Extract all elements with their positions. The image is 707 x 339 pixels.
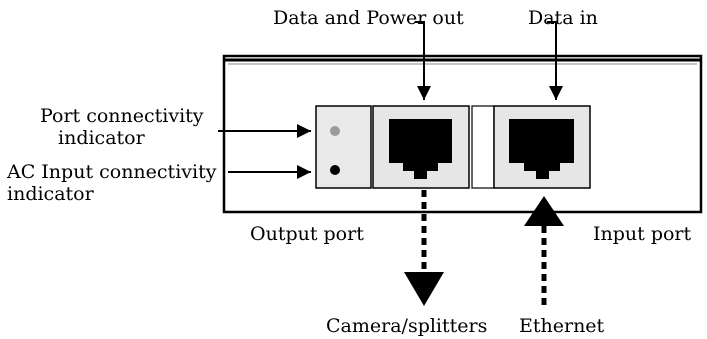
ethernet-label: Ethernet: [519, 315, 605, 337]
camera-splitters-arrow: [404, 190, 444, 306]
ac-input-label-line1: AC Input connectivity: [6, 161, 217, 183]
output-port: [372, 105, 470, 189]
input-port-label: Input port: [593, 223, 692, 245]
port-connectivity-label-line1: Port connectivity: [40, 105, 204, 127]
ethernet-arrow: [524, 196, 564, 308]
camera-splitters-label: Camera/splitters: [326, 315, 487, 337]
device-housing: [222, 54, 703, 214]
data-in-arrow: [547, 21, 563, 100]
port-connectivity-label-line2: indicator: [58, 127, 146, 149]
ac-input-led: [330, 165, 340, 175]
port-connectivity-led: [330, 126, 340, 136]
input-port: [493, 105, 591, 189]
ac-input-label-line2: indicator: [7, 183, 95, 205]
indicator-panel: [315, 105, 372, 189]
data-in-label: Data in: [528, 7, 598, 29]
port-divider: [471, 105, 495, 189]
output-port-label: Output port: [250, 223, 364, 245]
data-power-out-arrow: [415, 21, 431, 100]
data-and-power-out-label: Data and Power out: [273, 7, 464, 29]
